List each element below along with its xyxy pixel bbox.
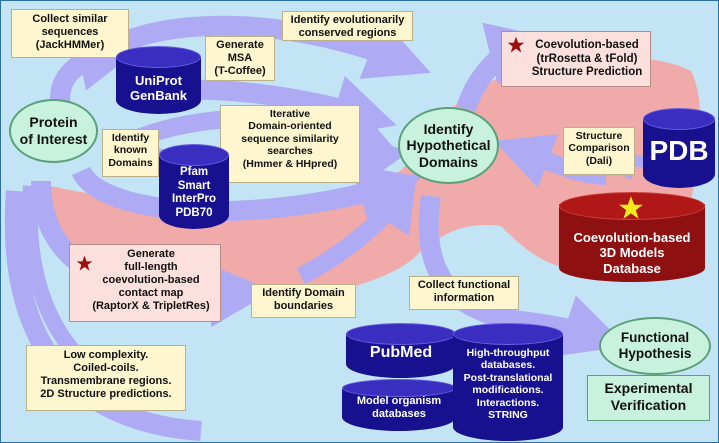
identify-hypothetical-domains: Identify Hypothetical Domains xyxy=(398,107,499,184)
star-red-icon xyxy=(507,36,525,53)
experimental-verification: Experimental Verification xyxy=(587,375,710,421)
star-red-icon xyxy=(76,255,93,271)
structure-comparison-note: Structure Comparison (Dali) xyxy=(563,127,635,175)
protein-of-interest: Protein of Interest xyxy=(9,99,98,163)
pdb-label: PDB xyxy=(649,135,709,166)
pubmed-label: PubMed xyxy=(369,344,433,361)
pdb-database: PDB xyxy=(643,108,715,188)
contact-map-note: Generate full-length coevolution-based c… xyxy=(69,244,221,322)
model-organism-label: Model organism databases xyxy=(356,395,442,420)
coevolution-database-label: Coevolution-based 3D Models Database xyxy=(573,230,691,276)
collect-similar-sequences-note: Collect similar sequences (JackHMMer) xyxy=(11,9,129,58)
pfam-smart-interpro-database: Pfam Smart InterPro PDB70 xyxy=(159,144,229,229)
pubmed-database: PubMed xyxy=(346,323,456,378)
identify-known-domains-note: Identify known Domains xyxy=(102,129,159,177)
high-throughput-database: High-throughput databases. Post-translat… xyxy=(453,323,563,441)
model-organism-database: Model organism databases xyxy=(342,379,456,431)
generate-msa-note: Generate MSA (T-Coffee) xyxy=(205,36,275,81)
pfam-database-label: Pfam Smart InterPro PDB70 xyxy=(171,166,217,219)
coevolution-3d-models-database: Coevolution-based 3D Models Database xyxy=(559,192,705,282)
star-yellow-icon xyxy=(619,196,643,219)
identify-conserved-regions-note: Identify evolutionarily conserved region… xyxy=(282,11,413,41)
collect-functional-info-note: Collect functional information xyxy=(409,276,519,310)
identify-domain-boundaries-note: Identify Domain boundaries xyxy=(251,284,356,318)
iterative-search-note: Iterative Domain-oriented sequence simil… xyxy=(220,105,360,183)
arrow-hypothetical-to-functional xyxy=(418,194,627,357)
functional-hypothesis: Functional Hypothesis xyxy=(599,317,711,375)
arrow-collect-to-conserved xyxy=(122,15,431,79)
low-complexity-note: Low complexity. Coiled-coils. Transmembr… xyxy=(26,345,186,411)
coevolution-structure-prediction-note: Coevolution-based (trRosetta & tFold) St… xyxy=(501,31,651,87)
high-throughput-label: High-throughput databases. Post-translat… xyxy=(463,347,553,421)
arrow-boundaries-to-hypothetical xyxy=(296,172,417,285)
uniprot-genbank-database: UniProt GenBank xyxy=(116,46,201,114)
uniprot-genbank-label: UniProt GenBank xyxy=(129,73,188,104)
